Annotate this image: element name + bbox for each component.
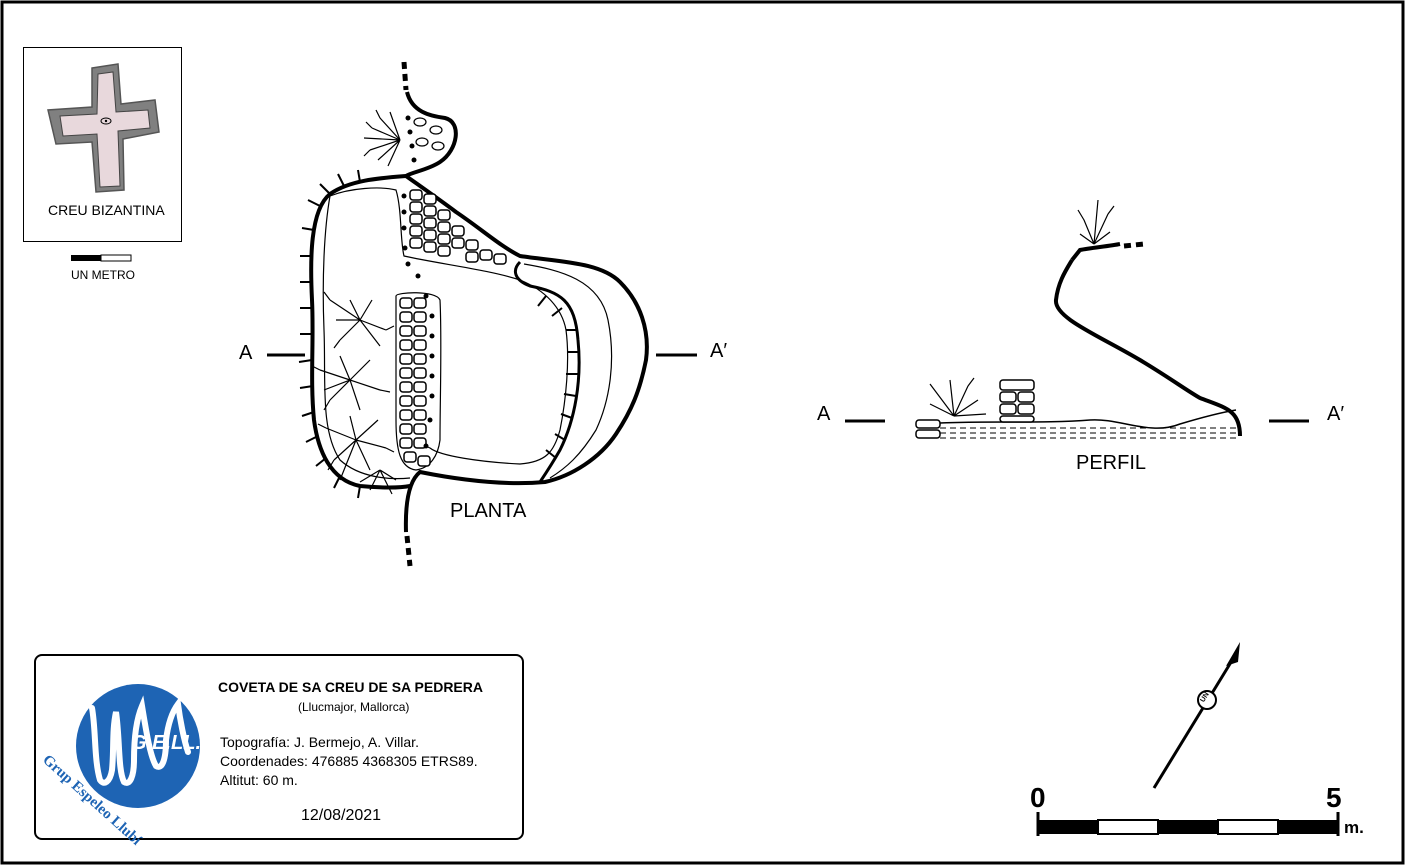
plan-title: PLANTA: [450, 500, 527, 522]
profile-view: [845, 199, 1309, 439]
graphic-scale: [1036, 812, 1340, 836]
scale-start-label: 0: [1030, 782, 1046, 813]
plan-vegetation-top: [363, 109, 401, 167]
inset-title: CREU BIZANTINA: [48, 202, 165, 218]
survey-date: 12/08/2021: [301, 807, 382, 824]
scale-end-label: 5: [1326, 782, 1342, 813]
title-block: [34, 654, 524, 840]
altitude: Altitut: 60 m.: [220, 772, 298, 788]
profile-vegetation-inside: [929, 377, 987, 417]
plan-section-start: A: [239, 342, 253, 364]
cave-name: COVETA DE SA CREU DE SA PEDRERA: [218, 679, 483, 695]
inset-scale-label: UN METRO: [71, 268, 135, 282]
profile-title: PERFIL: [1076, 452, 1147, 474]
byzantine-cross-drawing: [47, 63, 160, 193]
inset-frame: [23, 47, 182, 242]
profile-vegetation-top: [1077, 199, 1115, 245]
inset-scale-bar: [71, 254, 132, 262]
plan-section-end: A′: [710, 340, 728, 362]
profile-section-start: A: [817, 403, 831, 425]
cave-location: (Llucmajor, Mallorca): [298, 700, 410, 714]
plan-vegetation-left: [311, 291, 397, 495]
logo-abbreviation: G.E.LL.: [131, 732, 201, 754]
coordinates: Coordenades: 476885 4368305 ETRS89.: [220, 753, 478, 769]
north-arrow: [1152, 642, 1240, 789]
scale-unit-label: m.: [1344, 818, 1364, 837]
topography-credit: Topografía: J. Bermejo, A. Villar.: [220, 734, 419, 750]
gell-logo: [76, 684, 200, 808]
profile-section-end: A′: [1327, 403, 1345, 425]
plan-view: [267, 61, 697, 567]
